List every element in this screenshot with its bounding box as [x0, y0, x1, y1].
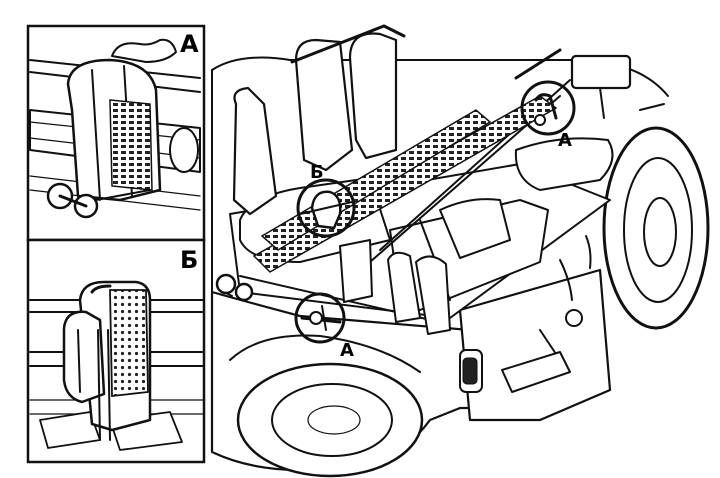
inset-a-label: А — [180, 30, 199, 58]
detail-inset-a: А — [26, 24, 206, 242]
callout-front-a-label: А — [340, 340, 354, 361]
callout-rear-a-label: А — [558, 130, 572, 151]
detail-inset-b: Б — [26, 238, 206, 464]
vehicle-rear-cargo — [210, 24, 710, 478]
callout-rear-a: А — [520, 80, 576, 151]
callout-front-a: А — [294, 292, 354, 361]
callout-center-b: Б — [296, 162, 356, 238]
inset-b-label: Б — [180, 246, 198, 274]
callout-center-b-label: Б — [310, 162, 324, 183]
